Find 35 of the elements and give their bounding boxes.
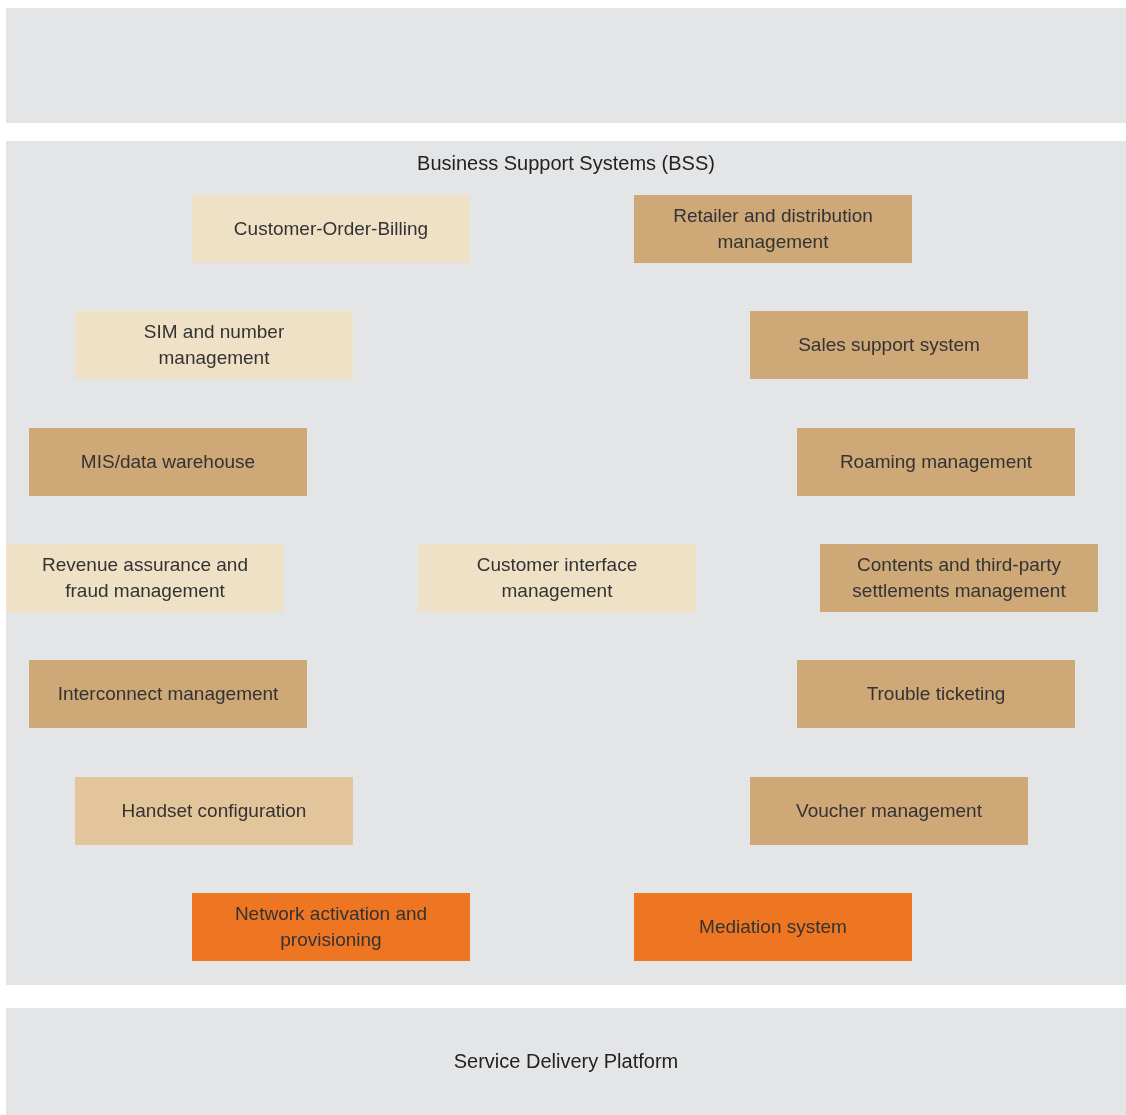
module-box [192, 195, 470, 263]
module-label: Network activation and provisioning [233, 902, 429, 952]
layer-band [6, 141, 1126, 985]
module-box [797, 660, 1075, 728]
module-label: Contents and third-party settlements management [851, 553, 1067, 603]
module-label: SIM and number management [142, 320, 286, 370]
empty-band [6, 8, 1126, 123]
module-box [29, 660, 307, 728]
module-box [192, 893, 470, 961]
module-label: Customer-Order-Billing [232, 217, 430, 242]
module-label: Roaming management [838, 450, 1034, 475]
module-label: Handset configuration [120, 799, 308, 824]
module-box [634, 893, 912, 961]
layer-title: Service Delivery Platform [452, 1049, 680, 1074]
module-label: Interconnect management [56, 682, 280, 707]
module-box [418, 544, 696, 612]
layer-band [6, 1008, 1126, 1115]
module-label: Sales support system [797, 333, 981, 358]
module-box [750, 777, 1028, 845]
module-box [29, 428, 307, 496]
module-box [75, 311, 353, 379]
module-label: MIS/data warehouse [79, 450, 257, 475]
module-label: Voucher management [795, 799, 983, 824]
module-box [820, 544, 1098, 612]
module-label: Customer interface management [475, 553, 639, 603]
layer-title: Business Support Systems (BSS) [416, 151, 716, 176]
module-box [634, 195, 912, 263]
module-label: Trouble ticketing [865, 682, 1007, 707]
module-box [797, 428, 1075, 496]
module-box [75, 777, 353, 845]
module-box [6, 544, 284, 612]
module-label: Retailer and distribution management [672, 204, 874, 254]
module-label: Revenue assurance and fraud management [41, 553, 249, 603]
module-label: Mediation system [698, 915, 848, 940]
module-box [750, 311, 1028, 379]
